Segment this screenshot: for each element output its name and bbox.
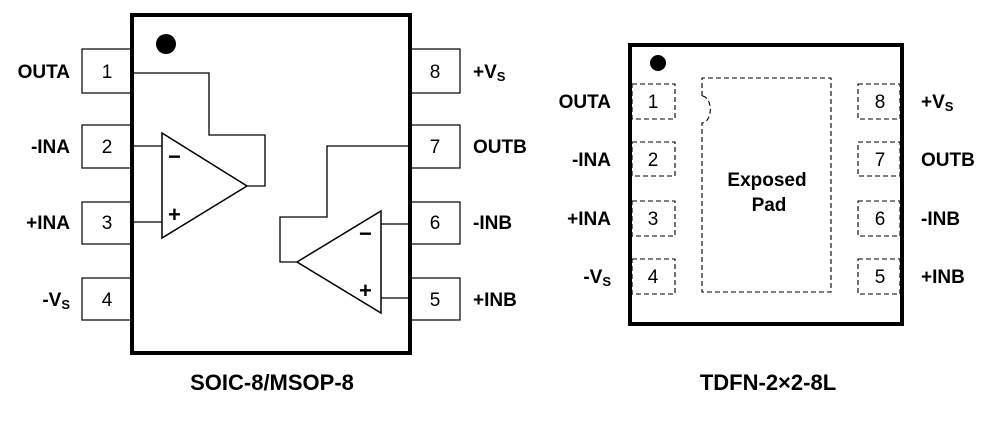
tdfn-pin-number: 8	[875, 92, 886, 113]
tdfn-pin-number: 7	[875, 150, 886, 171]
tdfn-pin-label: -VS	[583, 267, 611, 289]
soic-pin-number: 6	[430, 213, 441, 234]
exposed-pad-label: Exposed	[727, 170, 806, 191]
soic-pin-2-box	[81, 124, 133, 169]
soic-body	[130, 13, 412, 355]
tdfn-pin-3-pad	[631, 200, 676, 237]
tdfn-pin-number: 2	[648, 150, 659, 171]
op-amp-b-feedback-wire	[279, 145, 408, 263]
op-amp-a-plus-sign: +	[168, 202, 181, 227]
soic-pin-label: -INA	[31, 137, 70, 158]
op-amp-a-minus-sign: −	[168, 144, 181, 169]
pin1-indicator-dot	[156, 34, 176, 54]
tdfn-pin-number: 6	[875, 209, 886, 230]
op-amp-a-triangle	[161, 131, 249, 240]
op-amp-b-plus-sign: +	[359, 278, 372, 303]
soic-pin-6-box	[409, 201, 461, 245]
exposed-pad-label: Pad	[752, 195, 787, 216]
tdfn-pin-5-pad	[857, 258, 901, 295]
pin1-indicator-dot	[650, 55, 666, 71]
tdfn-pin-label: -INB	[921, 209, 960, 230]
soic-pin-number: 2	[102, 137, 113, 158]
tdfn-package-caption: TDFN-2×2-8L	[700, 370, 836, 395]
tdfn-pin-4-pad	[631, 258, 676, 295]
tdfn-exposed-pad	[701, 77, 832, 293]
op-amp-b: − +	[279, 145, 408, 315]
soic-package: 1 2 3 4 5 6 7 8 OUTA -INA +INA -VS +INB …	[18, 13, 527, 395]
tdfn-pin-number: 5	[875, 267, 886, 288]
soic-pin-1-box	[81, 48, 133, 94]
op-amp-b-minus-sign: −	[359, 221, 372, 246]
soic-pin-label: +INB	[473, 290, 517, 311]
tdfn-pin-label: +VS	[921, 92, 954, 114]
op-amp-a: − +	[134, 72, 266, 240]
tdfn-pin-label: -INA	[572, 150, 611, 171]
tdfn-pin-2-pad	[631, 141, 676, 177]
soic-pin-label: +INA	[26, 213, 70, 234]
op-amp-b-triangle	[295, 209, 382, 315]
tdfn-pin-number: 3	[648, 209, 659, 230]
soic-pin-label: +VS	[473, 62, 506, 84]
soic-pin-number: 8	[430, 62, 441, 83]
soic-pin-number: 7	[430, 137, 441, 158]
tdfn-package: Exposed Pad 1 2 3 4 5 6 7 8 OUTA -INA +I…	[559, 43, 975, 395]
soic-pin-label: -INB	[473, 213, 512, 234]
soic-pin-label: OUTB	[473, 137, 527, 158]
soic-pin-8-box	[409, 48, 461, 94]
tdfn-pin-label: OUTA	[559, 92, 612, 113]
soic-pin-label: OUTA	[18, 62, 71, 83]
tdfn-pin-label: +INB	[921, 267, 965, 288]
soic-pin-number: 4	[102, 290, 113, 311]
op-amp-a-feedback-wire	[134, 72, 266, 187]
soic-pin-number: 5	[430, 290, 441, 311]
tdfn-body	[628, 43, 904, 326]
soic-pin-3-box	[81, 201, 133, 245]
tdfn-pin-8-pad	[857, 83, 901, 120]
tdfn-pin-6-pad	[857, 200, 901, 237]
soic-pin-number: 3	[102, 213, 113, 234]
soic-pin-label: -VS	[42, 290, 70, 312]
soic-package-caption: SOIC-8/MSOP-8	[190, 370, 354, 395]
soic-pin-number: 1	[102, 62, 113, 83]
tdfn-pin-number: 1	[648, 92, 659, 113]
tdfn-pin-1-pad	[631, 83, 676, 120]
tdfn-pin-7-pad	[857, 141, 901, 177]
tdfn-pin-label: +INA	[567, 209, 611, 230]
tdfn-pin-label: OUTB	[921, 150, 975, 171]
tdfn-pin-number: 4	[648, 267, 659, 288]
